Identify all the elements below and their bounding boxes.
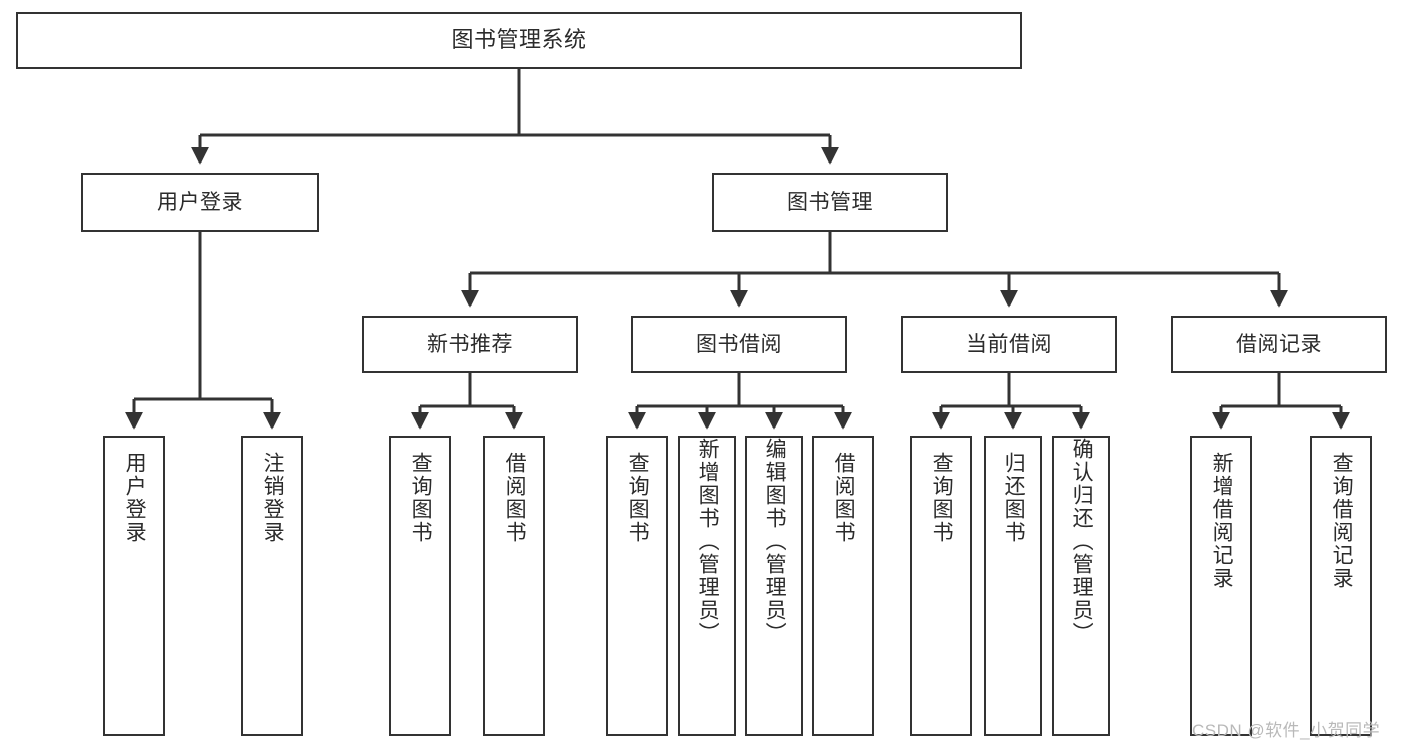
node-leaf-logout-label: 注销登录 — [261, 452, 285, 544]
node-leaf-borrow-books[interactable]: 借阅图书 — [812, 436, 874, 736]
node-leaf-logout[interactable]: 注销登录 — [241, 436, 303, 736]
node-leaf-query-books-current[interactable]: 查询图书 — [910, 436, 972, 736]
node-leaf-query-books-recommend[interactable]: 查询图书 — [389, 436, 451, 736]
node-leaf-confirm-return-admin[interactable]: 确认归还（管理员） — [1052, 436, 1110, 736]
node-level1-book-management-label: 图书管理 — [787, 190, 873, 214]
node-leaf-query-books-borrow-label: 查询图书 — [626, 452, 650, 544]
node-level2-current-borrow-label: 当前借阅 — [966, 332, 1052, 356]
node-level1-user-login[interactable]: 用户登录 — [81, 173, 319, 232]
node-leaf-borrow-books-label: 借阅图书 — [832, 452, 856, 544]
node-leaf-query-borrow-record[interactable]: 查询借阅记录 — [1310, 436, 1372, 736]
node-leaf-query-books-current-label: 查询图书 — [930, 452, 954, 544]
node-level2-borrow-records-label: 借阅记录 — [1236, 332, 1322, 356]
node-leaf-edit-book-admin-label: 编辑图书（管理员） — [763, 438, 787, 645]
node-leaf-user-login-label: 用户登录 — [123, 452, 147, 544]
node-leaf-query-books-recommend-label: 查询图书 — [409, 452, 433, 544]
node-leaf-edit-book-admin[interactable]: 编辑图书（管理员） — [745, 436, 803, 736]
node-level2-borrow-records[interactable]: 借阅记录 — [1171, 316, 1387, 373]
node-level2-new-book-recommend-label: 新书推荐 — [427, 332, 513, 356]
node-leaf-add-borrow-record-label: 新增借阅记录 — [1210, 452, 1234, 590]
node-root[interactable]: 图书管理系统 — [16, 12, 1022, 69]
node-level2-current-borrow[interactable]: 当前借阅 — [901, 316, 1117, 373]
node-leaf-confirm-return-admin-label: 确认归还（管理员） — [1070, 438, 1094, 645]
node-leaf-borrow-books-recommend-label: 借阅图书 — [503, 452, 527, 544]
csdn-watermark: CSDN @软件_小贺同学 — [1192, 721, 1381, 740]
node-leaf-return-books[interactable]: 归还图书 — [984, 436, 1042, 736]
node-leaf-query-borrow-record-label: 查询借阅记录 — [1330, 452, 1354, 590]
node-leaf-query-books-borrow[interactable]: 查询图书 — [606, 436, 668, 736]
node-level1-user-login-label: 用户登录 — [157, 190, 243, 214]
node-level2-new-book-recommend[interactable]: 新书推荐 — [362, 316, 578, 373]
node-level2-book-borrow-label: 图书借阅 — [696, 332, 782, 356]
node-leaf-add-borrow-record[interactable]: 新增借阅记录 — [1190, 436, 1252, 736]
node-level2-book-borrow[interactable]: 图书借阅 — [631, 316, 847, 373]
node-leaf-add-book-admin[interactable]: 新增图书（管理员） — [678, 436, 736, 736]
node-leaf-add-book-admin-label: 新增图书（管理员） — [696, 438, 720, 645]
node-level1-book-management[interactable]: 图书管理 — [712, 173, 948, 232]
node-leaf-user-login[interactable]: 用户登录 — [103, 436, 165, 736]
node-root-label: 图书管理系统 — [451, 27, 587, 53]
node-leaf-borrow-books-recommend[interactable]: 借阅图书 — [483, 436, 545, 736]
node-leaf-return-books-label: 归还图书 — [1002, 452, 1026, 544]
